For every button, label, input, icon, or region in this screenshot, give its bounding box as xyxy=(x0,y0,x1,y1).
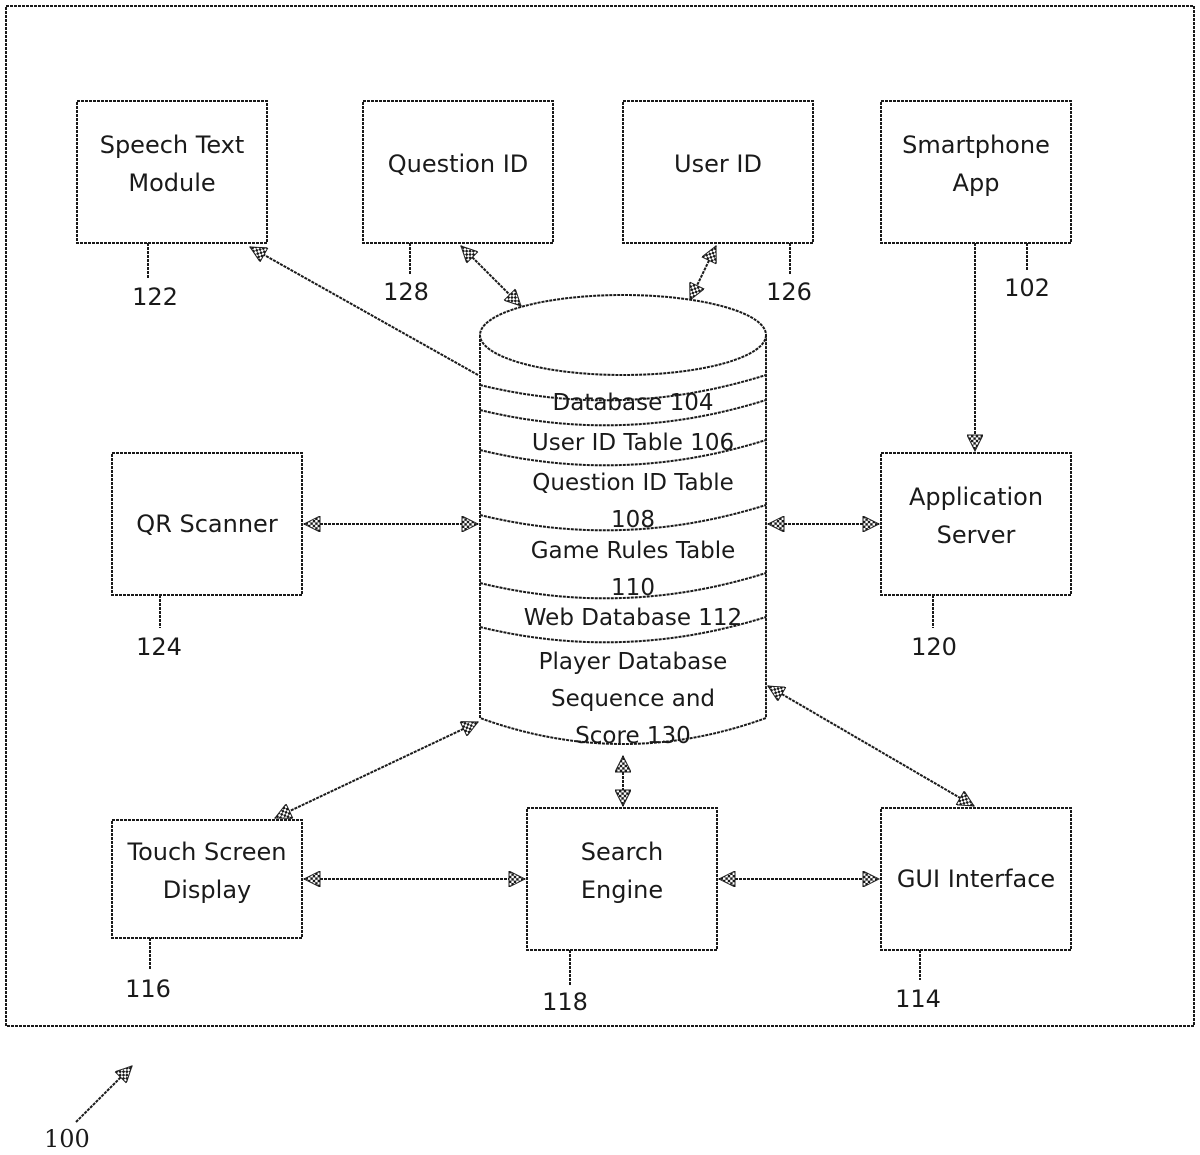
touch-reference-number: 116 xyxy=(125,975,171,1003)
connector-database-gui xyxy=(768,686,974,806)
figure-reference-leader xyxy=(76,1066,132,1122)
speech-reference-number: 122 xyxy=(132,283,178,311)
search-reference-number: 118 xyxy=(542,988,588,1016)
connector-user-database xyxy=(690,246,716,300)
question-label-line: Question ID xyxy=(388,150,529,178)
gui-reference-number: 114 xyxy=(895,985,941,1013)
component-qr: QR Scanner 124 xyxy=(112,453,302,661)
component-touch: Touch ScreenDisplay 116 xyxy=(112,820,302,1003)
database-section-label: Sequence and xyxy=(551,686,715,712)
appserver-label-line: Server xyxy=(937,521,1016,549)
user-reference-number: 126 xyxy=(766,278,812,306)
appserver-label-line: Application xyxy=(909,483,1043,511)
database-section-label: Game Rules Table xyxy=(531,538,736,564)
qr-label-line: QR Scanner xyxy=(136,510,278,538)
smartphone-label-line: App xyxy=(953,169,1000,197)
gui-label-line: GUI Interface xyxy=(897,865,1055,893)
connector-database-speech xyxy=(250,247,478,375)
database-section-label: 108 xyxy=(611,507,655,533)
smartphone-reference-number: 102 xyxy=(1004,274,1050,302)
database-section-label: 110 xyxy=(611,575,655,601)
user-label-line: User ID xyxy=(674,150,762,178)
connector-question-database xyxy=(461,246,521,306)
database-cylinder-top xyxy=(480,295,766,375)
qr-reference-number: 124 xyxy=(136,633,182,661)
component-appserver: ApplicationServer 120 xyxy=(881,453,1071,661)
speech-label-line: Module xyxy=(128,169,215,197)
database-cylinder: Database 104User ID Table 106Question ID… xyxy=(480,295,766,749)
component-speech: Speech TextModule 122 xyxy=(77,101,267,311)
speech-label-line: Speech Text xyxy=(100,131,245,159)
database-section-label: Database 104 xyxy=(553,390,714,416)
figure-reference-label: 100 xyxy=(44,1125,90,1153)
touch-label-line: Touch Screen xyxy=(126,838,286,866)
component-search: SearchEngine 118 xyxy=(527,808,717,1016)
appserver-reference-number: 120 xyxy=(911,633,957,661)
search-label-line: Search xyxy=(581,838,663,866)
component-question: Question ID 128 xyxy=(363,101,553,306)
component-user: User ID 126 xyxy=(623,101,813,306)
touch-label-line: Display xyxy=(163,876,251,904)
smartphone-label-line: Smartphone xyxy=(902,131,1050,159)
search-label-line: Engine xyxy=(581,876,663,904)
database-section-label: Question ID Table xyxy=(532,470,733,496)
connector-database-touch xyxy=(275,722,478,818)
database-section-label: Web Database 112 xyxy=(524,605,742,631)
database-section-label: Player Database xyxy=(539,649,728,675)
question-reference-number: 128 xyxy=(383,278,429,306)
component-gui: GUI Interface 114 xyxy=(881,808,1071,1013)
database-section-label: User ID Table 106 xyxy=(532,430,734,456)
database-section-label: Score 130 xyxy=(575,723,691,749)
